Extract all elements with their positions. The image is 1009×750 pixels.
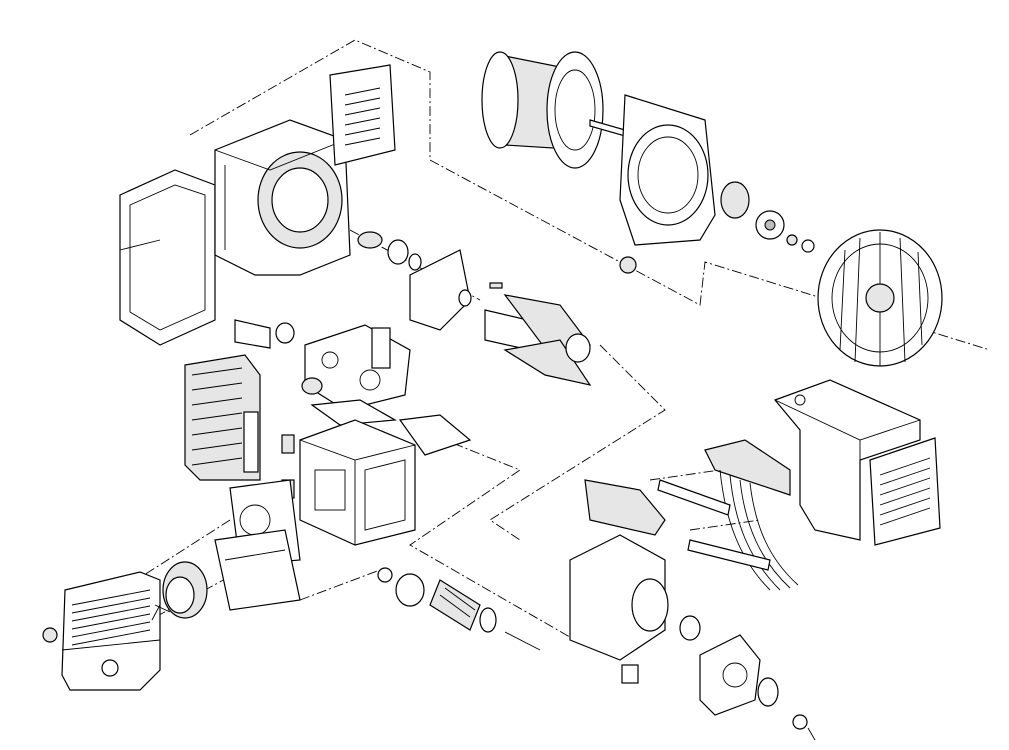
- air-intake-grille: [329, 64, 396, 166]
- pump-cover: [699, 634, 816, 741]
- coupling: [720, 181, 815, 253]
- bearing-parts: [357, 231, 503, 331]
- burner-hood: [773, 379, 921, 541]
- filter-box: [184, 354, 261, 481]
- mounting-frame: [119, 169, 216, 346]
- valve-block: [234, 319, 411, 411]
- oil-filter: [377, 567, 541, 651]
- control-box: [299, 419, 416, 546]
- rotor: [484, 294, 592, 386]
- fan-wheel: [817, 229, 943, 367]
- fuel-pump: [569, 479, 701, 684]
- side-grille: [869, 437, 941, 546]
- cover-plates: [214, 479, 301, 611]
- cable-bundle: [657, 439, 799, 591]
- front-cover: [42, 571, 161, 691]
- motor-flange: [619, 94, 716, 274]
- burner-housing: [214, 119, 351, 276]
- motor: [481, 51, 626, 169]
- air-filter-cartridge: [151, 561, 208, 621]
- gaskets: [281, 399, 472, 499]
